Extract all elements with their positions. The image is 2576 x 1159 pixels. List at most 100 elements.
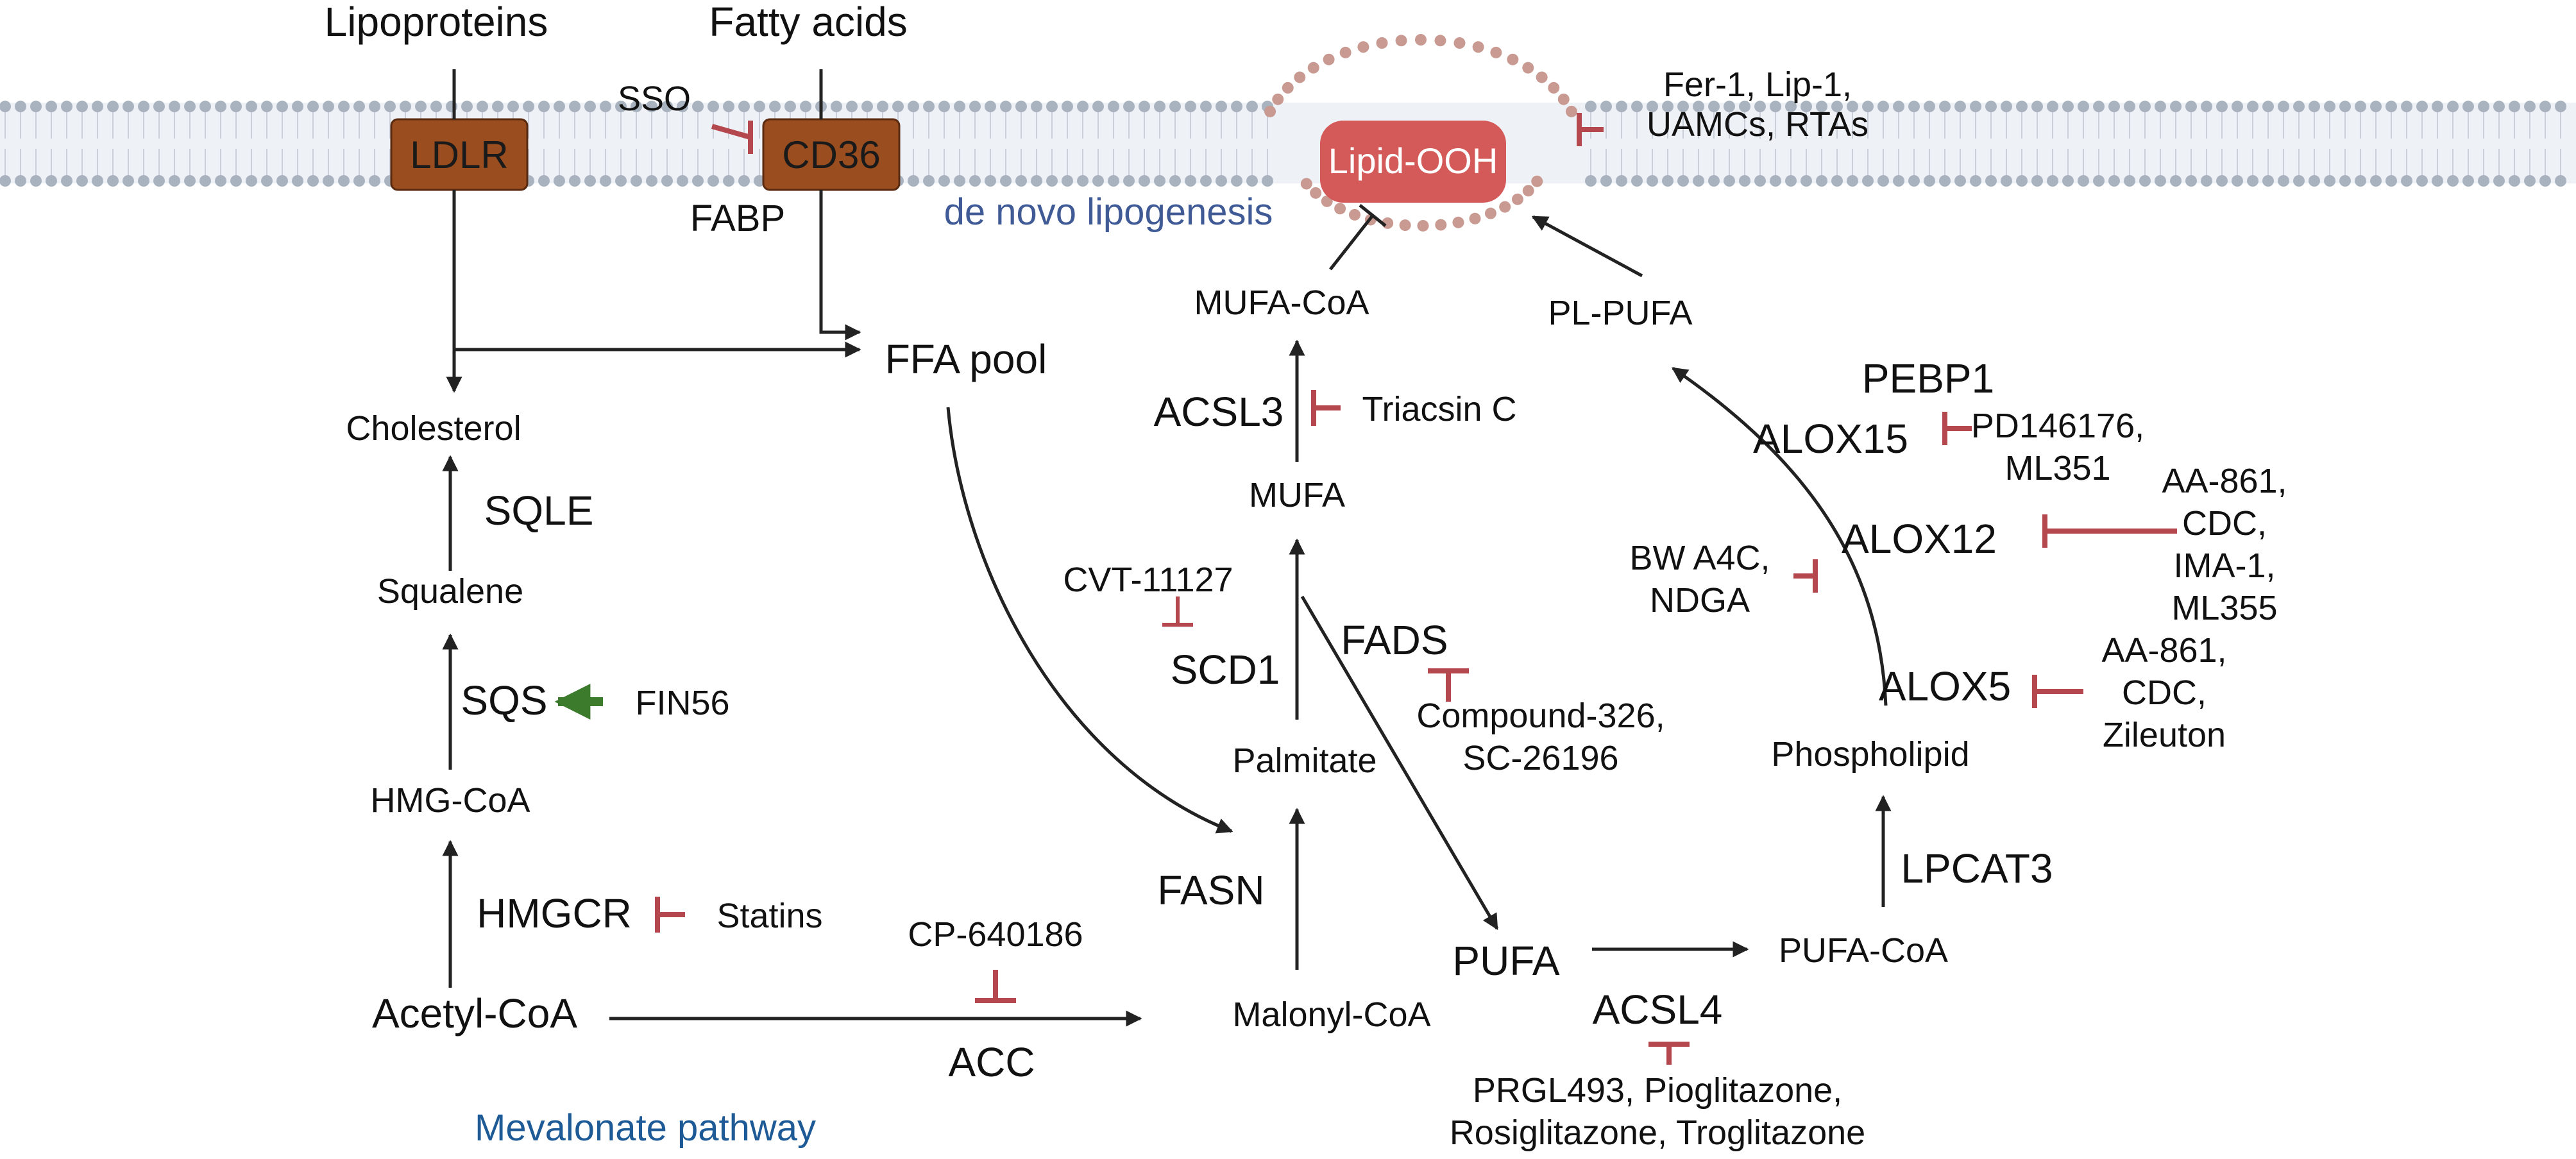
membrane-bead — [2001, 101, 2012, 112]
membrane-bead — [846, 101, 858, 112]
membrane-bead — [1970, 101, 1981, 112]
peroxidized-bead — [1339, 46, 1352, 58]
peroxidized-bead — [1469, 212, 1481, 224]
pl-pufa-label: PL-PUFA — [1548, 294, 1692, 332]
membrane-bead — [369, 101, 380, 112]
membrane-bead — [461, 101, 473, 112]
cvt-inhibition-mark — [1162, 596, 1193, 627]
membrane-bead — [600, 175, 611, 187]
membrane-bead — [2078, 101, 2089, 112]
cp640186-label: CP-640186 — [908, 915, 1083, 954]
membrane-bead — [2062, 101, 2074, 112]
membrane-bead — [1877, 175, 1889, 187]
alox-general-inhibitors-line-1: BW A4C, — [1629, 539, 1770, 577]
lipid-ooh-label: Lipid-OOH — [1328, 140, 1498, 181]
fabp-label: FABP — [690, 198, 785, 239]
membrane-bead — [1031, 175, 1042, 187]
membrane-bead — [1893, 101, 1904, 112]
membrane-bead — [1185, 101, 1196, 112]
fasn-label: FASN — [1157, 867, 1264, 913]
membrane-bead — [1908, 175, 1920, 187]
alox15-inhibitors-line-2: ML351 — [2004, 449, 2110, 487]
alox12-inhibition-mark — [2042, 514, 2177, 548]
membrane-bead — [1631, 101, 1643, 112]
alox-general-inhibition-mark — [1793, 559, 1818, 593]
fads-label: FADS — [1341, 617, 1448, 663]
membrane-bead — [1000, 175, 1012, 187]
membrane-bead — [1877, 101, 1889, 112]
membrane-bead — [615, 175, 627, 187]
membrane-bead — [2309, 101, 2320, 112]
membrane-bead — [2339, 175, 2351, 187]
radical-trappers-line-2: UAMCs, RTAs — [1647, 105, 1868, 144]
membrane-bead — [800, 101, 811, 112]
membrane-bead — [261, 175, 273, 187]
mufacoa-to-lipid-ooh-inhibition — [1329, 214, 1374, 271]
membrane-bead — [969, 175, 981, 187]
membrane-bead — [76, 175, 88, 187]
membrane-bead — [1216, 175, 1227, 187]
membrane-bead — [1693, 175, 1704, 187]
membrane-bead — [1231, 175, 1242, 187]
membrane-bead — [1616, 101, 1627, 112]
triacsin-c-label: Triacsin C — [1362, 390, 1516, 428]
fads-inhibition-mark — [1428, 668, 1469, 702]
membrane-bead — [1015, 175, 1027, 187]
membrane-bead — [969, 101, 981, 112]
membrane-bead — [2247, 101, 2258, 112]
membrane-bead — [692, 101, 704, 112]
membrane-bead — [1108, 101, 1119, 112]
membrane-bead — [1108, 175, 1119, 187]
membrane-bead — [2262, 101, 2274, 112]
membrane-bead — [1724, 175, 1735, 187]
membrane-bead — [323, 175, 334, 187]
membrane-bead — [61, 175, 72, 187]
membrane-bead — [1231, 101, 1242, 112]
membrane-bead — [784, 101, 796, 112]
membrane-bead — [507, 101, 519, 112]
membrane-bead — [215, 101, 226, 112]
fin56-label: FIN56 — [635, 684, 729, 722]
membrane-bead — [46, 101, 57, 112]
membrane-bead — [2031, 175, 2043, 187]
membrane-bead — [2401, 101, 2412, 112]
membrane-bead — [1216, 101, 1227, 112]
membrane-bead — [15, 175, 26, 187]
membrane-bead — [2278, 175, 2289, 187]
membrane-bead — [831, 101, 842, 112]
membrane-bead — [153, 101, 165, 112]
membrane-bead — [554, 175, 565, 187]
peroxidized-bead — [1399, 219, 1411, 232]
alox12-inhibitors-line-3: IMA-1, — [2173, 546, 2275, 585]
membrane-bead — [292, 101, 303, 112]
membrane-bead — [631, 175, 642, 187]
peroxidized-bead — [1282, 81, 1294, 94]
membrane-bead — [1662, 101, 1674, 112]
membrane-bead — [353, 101, 365, 112]
membrane-bead — [1139, 101, 1150, 112]
membrane-bead — [1677, 175, 1689, 187]
triacsin-inhibition-mark — [1311, 390, 1341, 426]
membrane-bead — [985, 175, 996, 187]
membrane-bead — [1647, 101, 1658, 112]
membrane-bead — [1985, 175, 1997, 187]
membrane-bead — [230, 101, 242, 112]
membrane-bead — [2385, 175, 2397, 187]
membrane-bead — [1862, 101, 1874, 112]
alox15-label: ALOX15 — [1753, 416, 1908, 462]
membrane-bead — [538, 101, 550, 112]
membrane-bead — [892, 101, 904, 112]
peroxidized-bead — [1484, 207, 1496, 219]
membrane-bead — [2478, 101, 2489, 112]
membrane-bead — [1739, 175, 1750, 187]
membrane-bead — [661, 101, 673, 112]
membrane-bead — [1169, 175, 1181, 187]
membrane-bead — [1031, 101, 1042, 112]
membrane-bead — [2462, 101, 2474, 112]
membrane-bead — [615, 101, 627, 112]
acsl4-inhibition-mark — [1648, 1042, 1690, 1065]
membrane-bead — [584, 101, 596, 112]
membrane-bead — [985, 101, 996, 112]
membrane-bead — [477, 101, 488, 112]
